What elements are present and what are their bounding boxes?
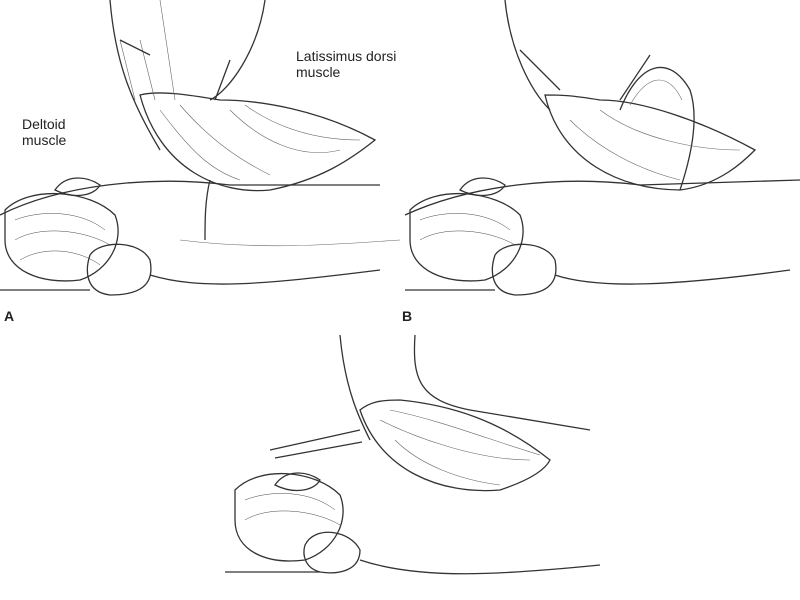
panel-b-drawing — [404, 0, 800, 296]
panel-label-b: B — [402, 308, 413, 324]
panel-a-drawing — [0, 0, 401, 296]
deltoid-label: Deltoid muscle — [22, 116, 67, 148]
panel-c-drawing — [225, 334, 601, 575]
latissimus-dorsi-label: Latissimus dorsi muscle — [296, 48, 397, 80]
panel-label-a: A — [4, 308, 15, 324]
